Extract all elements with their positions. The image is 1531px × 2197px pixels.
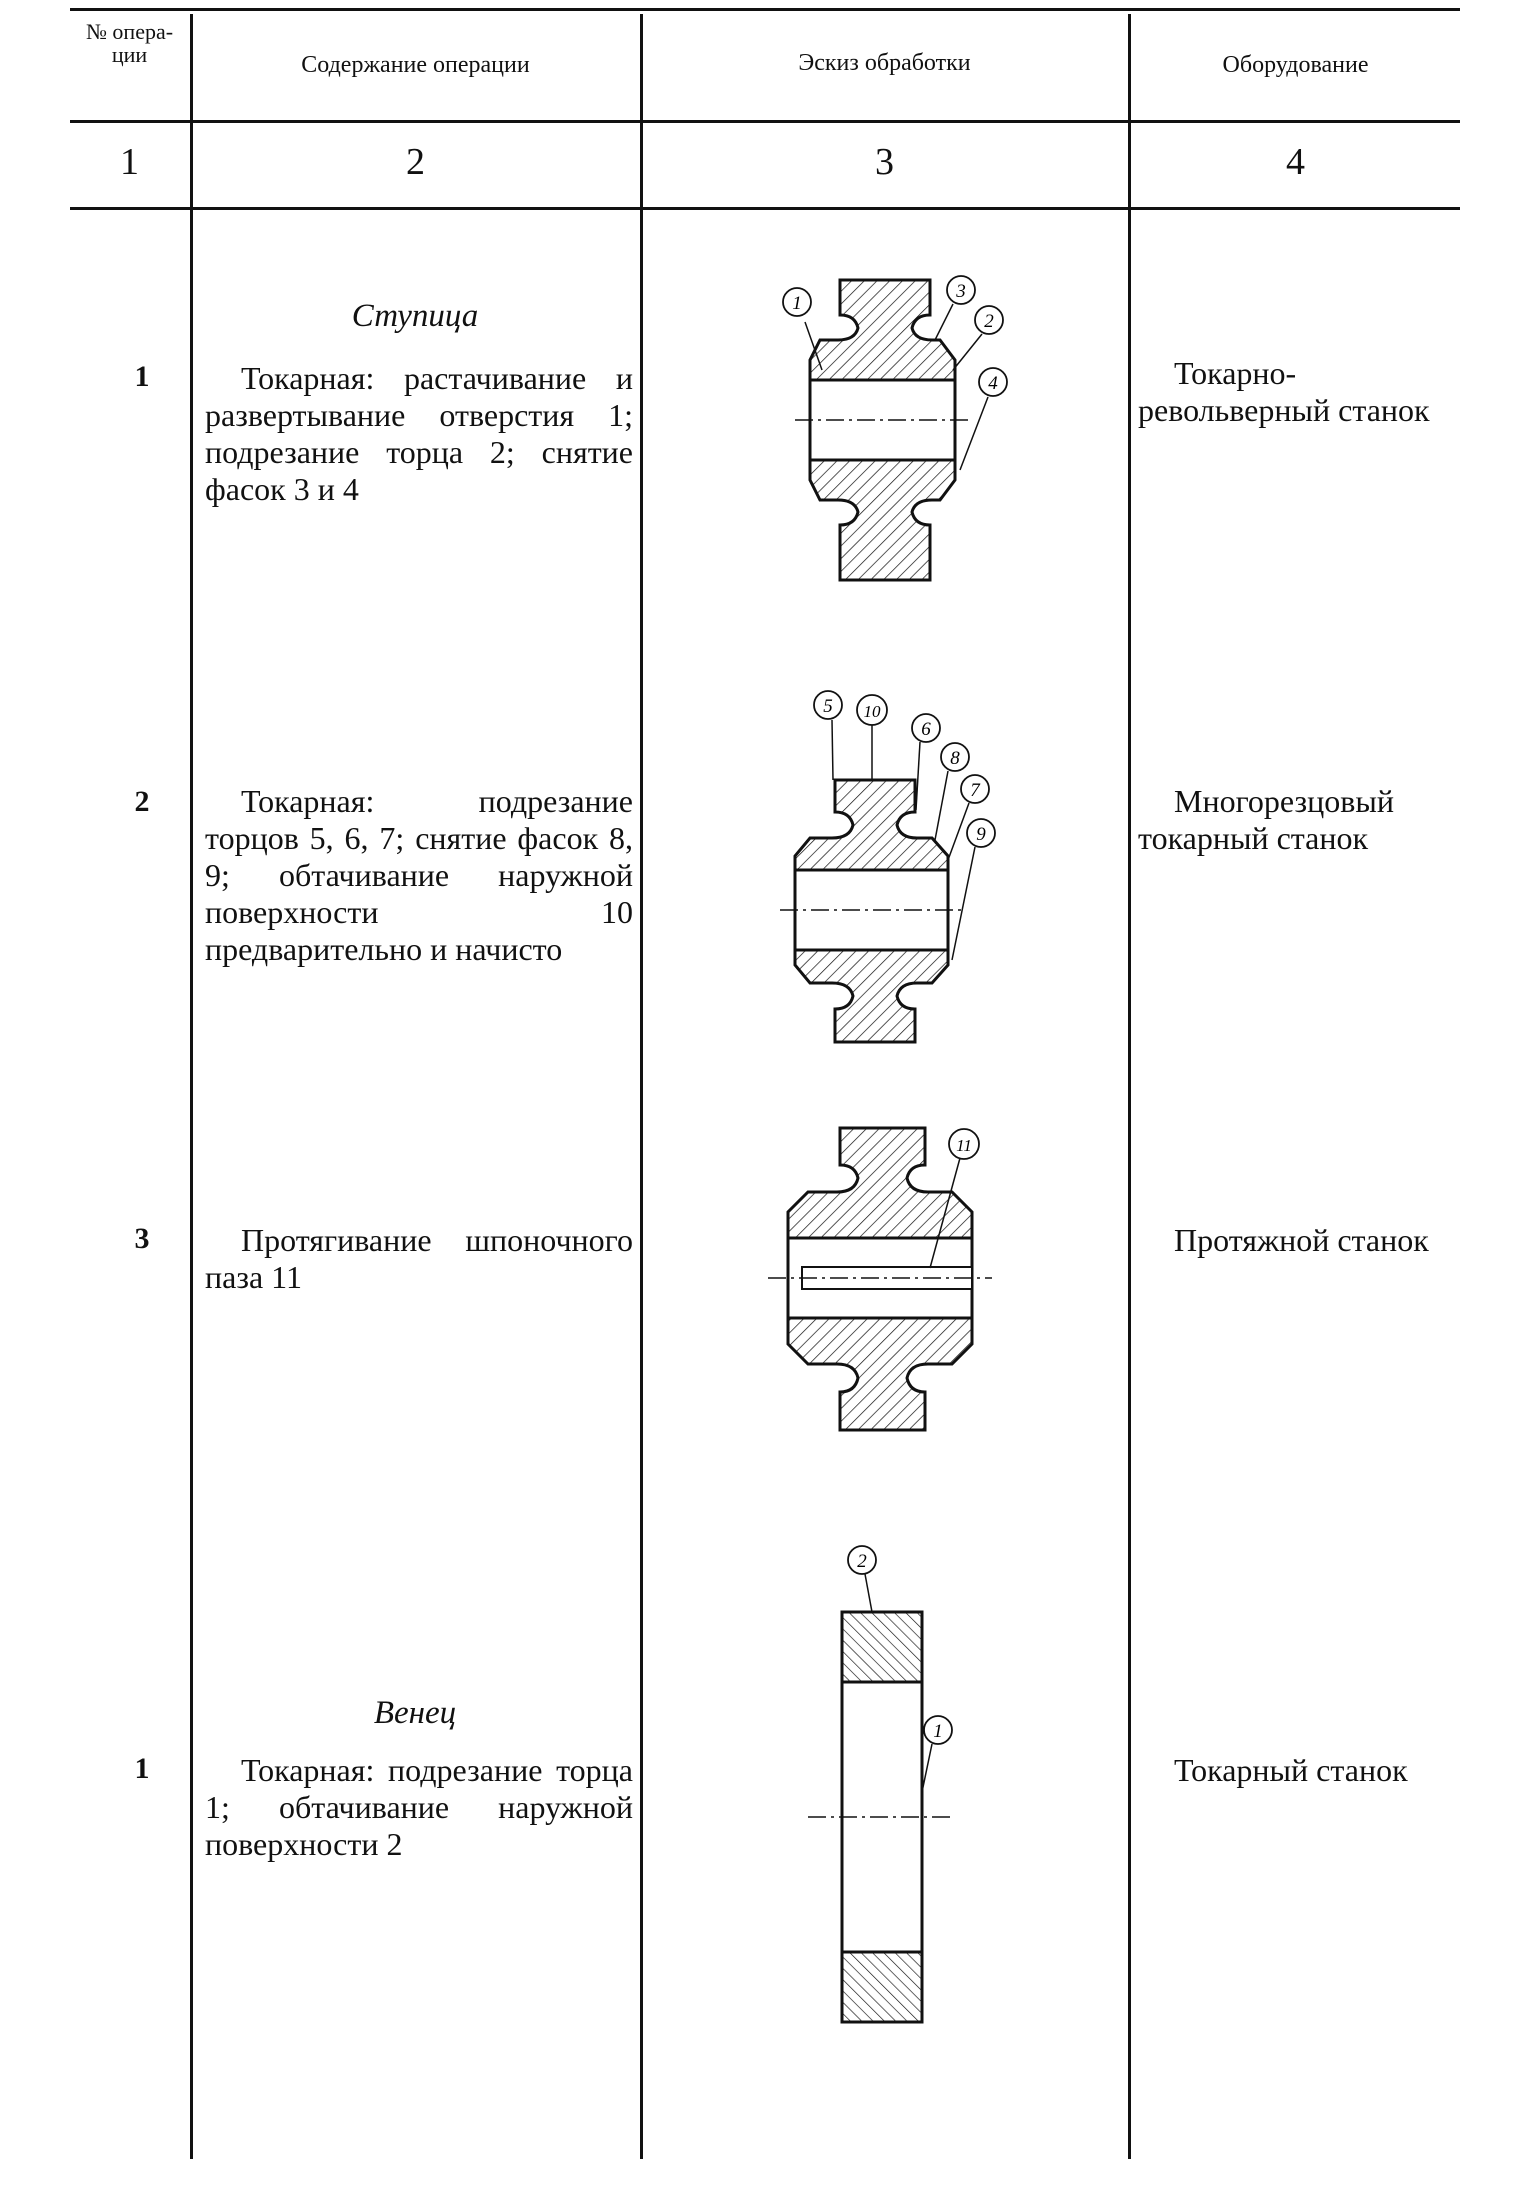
header-processing-sketch: Эскиз обработки [798, 50, 971, 76]
operation-number: 1 [134, 360, 150, 393]
processing-sketch-hub-op1: 1 3 2 4 [782, 275, 1008, 582]
callout-8-label: 8 [950, 748, 960, 769]
section-title-hub: Ступица [351, 298, 479, 334]
column-divider-3 [1128, 14, 1131, 2159]
hub-section-lower [793, 948, 950, 1044]
numbers-bottom-rule [70, 207, 1460, 210]
callout-11-label: 11 [956, 1136, 972, 1155]
callout-5-label: 5 [823, 696, 833, 717]
callout-3 [946, 275, 976, 305]
hub-section-upper [808, 278, 957, 382]
callouts: 11 [929, 1128, 980, 1269]
operation-description-text: Протягивание шпоночного паза 11 [205, 1222, 633, 1295]
equipment-text: Токарно-револьверный станок [1138, 355, 1430, 428]
header-operation-number-label: № опера- ции [85, 19, 174, 67]
operation-number: 1 [134, 1752, 150, 1785]
callout-3-label: 3 [955, 281, 966, 302]
hub-section-lower [786, 1316, 974, 1432]
callout-2-label: 2 [984, 311, 994, 332]
callout-6 [911, 713, 941, 743]
callout-1 [923, 1715, 953, 1745]
callout-1-label: 1 [792, 293, 802, 314]
header-operation-number: № опера- ции [72, 20, 187, 66]
callouts: 5 10 6 8 7 9 [813, 690, 996, 961]
callout-2 [847, 1545, 877, 1575]
operation-description: Токарная: подрезание торца 1; обтачивани… [205, 1752, 633, 1863]
hub-section-upper [786, 1126, 974, 1240]
section-title-rim: Венец [373, 1695, 457, 1731]
hub-section-upper [793, 778, 950, 872]
callout-4-label: 4 [988, 373, 998, 394]
callout-9 [966, 818, 996, 848]
column-number-1: 1 [120, 141, 139, 183]
processing-sketch-rim-op1: 2 1 [808, 1545, 953, 2024]
operation-description: Протягивание шпоночного паза 11 [205, 1222, 633, 1296]
column-number-4: 4 [1286, 141, 1305, 183]
header-operation-content: Содержание операции [301, 52, 530, 78]
callout-1 [782, 287, 812, 317]
operation-description-text: Токарная: растачивание и развертывание о… [205, 360, 633, 507]
equipment-text: Токарный станок [1174, 1752, 1408, 1788]
operation-description: Токарная: растачивание и развертывание о… [205, 360, 633, 508]
header-equipment: Оборудование [1222, 52, 1369, 78]
equipment: Токарный станок [1138, 1752, 1443, 1789]
callout-1-label: 1 [933, 1721, 943, 1742]
equipment-text: Многорезцовый токарный станок [1138, 783, 1394, 856]
callout-10 [856, 694, 888, 726]
callouts: 1 3 2 4 [782, 275, 1008, 471]
callout-4 [978, 367, 1008, 397]
column-divider-1 [190, 14, 193, 2159]
processing-sketch-hub-op2: 5 10 6 8 7 9 [780, 690, 996, 1044]
operation-description-text: Токарная: подрезание торца 1; обтачивани… [205, 1752, 633, 1862]
equipment: Многорезцовый токарный станок [1138, 783, 1443, 857]
header-bottom-rule [70, 120, 1460, 123]
callout-6-label: 6 [921, 719, 931, 740]
operation-description: Токарная: подрезание торцов 5, 6, 7; сня… [205, 783, 633, 968]
callout-2-label: 2 [857, 1551, 867, 1572]
callout-10-label: 10 [864, 702, 882, 721]
callout-2 [974, 305, 1004, 335]
callout-7-label: 7 [970, 780, 981, 801]
rim-section-upper [840, 1610, 924, 1684]
operation-number: 3 [134, 1222, 150, 1255]
column-number-2: 2 [406, 141, 425, 183]
equipment: Протяжной станок [1138, 1222, 1443, 1259]
operation-description-text: Токарная: подрезание торцов 5, 6, 7; сня… [205, 783, 633, 967]
callout-9-label: 9 [976, 824, 986, 845]
processing-sketch-hub-op3: 11 [768, 1126, 992, 1432]
table-top-rule [70, 8, 1460, 11]
callouts: 2 1 [847, 1545, 953, 1793]
operation-number: 2 [134, 785, 150, 818]
column-number-3: 3 [875, 141, 894, 183]
callout-5 [813, 690, 843, 720]
hub-section-lower [808, 458, 957, 582]
callout-11 [948, 1128, 980, 1160]
rim-section-lower [840, 1950, 924, 2024]
callout-7 [960, 774, 990, 804]
callout-8 [940, 742, 970, 772]
equipment: Токарно-револьверный станок [1138, 355, 1443, 429]
equipment-text: Протяжной станок [1174, 1222, 1429, 1258]
column-divider-2 [640, 14, 643, 2159]
